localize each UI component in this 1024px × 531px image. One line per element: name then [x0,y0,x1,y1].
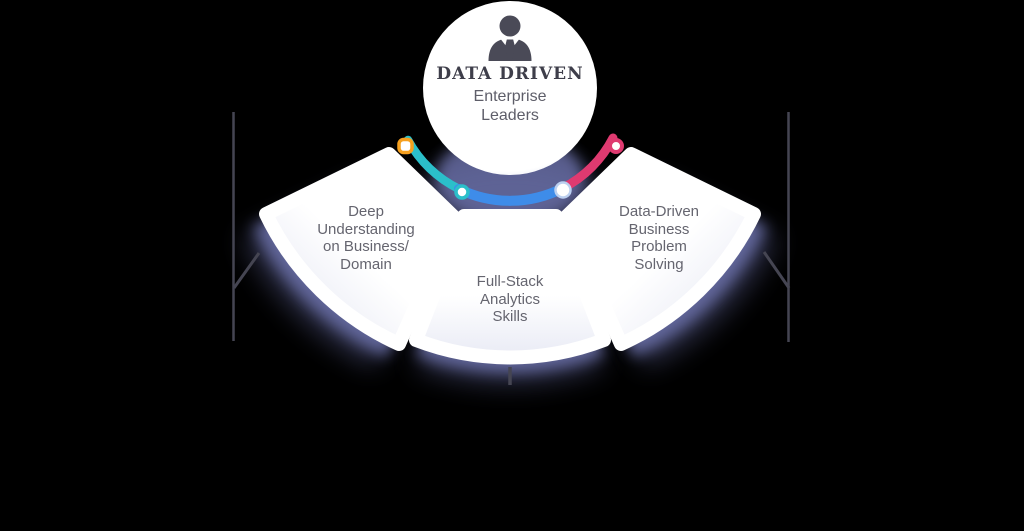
wedge-right-shape [558,147,761,351]
arc-markers [397,137,624,200]
left-pointer-line [232,252,261,289]
wedge-label-center: Full-Stack Analytics Skills [476,272,544,325]
wedge-left-shape [259,147,462,351]
center-subtitle: Enterprise Leaders [473,88,547,124]
wedge-shapes [259,147,761,365]
wedge-center-shape [409,209,611,365]
callout-lines [232,112,791,385]
dot-orange [397,137,414,155]
central-circle [423,1,597,175]
person-icon [488,15,532,61]
dot-white [554,181,572,199]
dot-teal [454,184,470,200]
arc-blue [454,183,568,206]
wedge-label-left: Deep Understanding on Business/ Domain [317,203,415,273]
right-pointer-line [762,251,791,289]
center-title: DATA DRIVEN [436,64,584,84]
wedge-label-right: Data-Driven Business Problem Solving [618,203,700,273]
dot-pink [608,138,624,154]
